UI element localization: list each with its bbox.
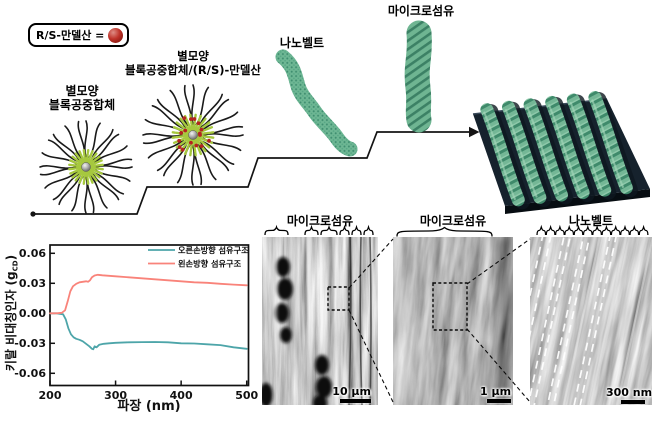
microfiber-label: 마이크로섬유 bbox=[387, 4, 455, 18]
x-tick-label: 500 bbox=[235, 389, 258, 402]
red-sphere-icon bbox=[108, 27, 124, 43]
x-tick-label: 400 bbox=[170, 389, 193, 402]
sem-image-microfiber-10um bbox=[262, 237, 378, 405]
x-tick-label: 200 bbox=[39, 389, 62, 402]
star2-label-line2: 블록공중합체/(R/S)-만델산 bbox=[124, 62, 262, 77]
star1-label-line1: 별모양 bbox=[65, 84, 99, 98]
nanobelt-label: 나노벨트 bbox=[279, 36, 325, 50]
y-tick-label: 0.03 bbox=[19, 277, 46, 290]
sem-image-nanobelt-300nm bbox=[530, 237, 652, 405]
star-block-copolymer bbox=[39, 120, 133, 214]
sem-image-microfiber-1um bbox=[393, 237, 513, 405]
star1-label-line2: 블록공중합체 bbox=[48, 98, 116, 113]
x-axis-title: 파장 (nm) bbox=[117, 398, 180, 414]
microfiber-shape bbox=[404, 20, 432, 133]
assembly-schematic bbox=[30, 20, 650, 217]
process-step-line bbox=[30, 126, 480, 217]
sem2-title: 마이크로섬유 bbox=[419, 214, 487, 228]
x-tick-label: 300 bbox=[104, 389, 127, 402]
star1-label: 별모양 블록공중합체 bbox=[21, 84, 143, 112]
scale-bar-1um bbox=[487, 399, 511, 403]
y-axis-title: 키랄 비대칭인자 (gCD) bbox=[3, 255, 20, 371]
fiber-bundle bbox=[502, 100, 547, 204]
fiber-bundle bbox=[545, 95, 590, 200]
y-tick-label: 0.00 bbox=[19, 307, 46, 320]
star2-label: 별모양 블록공중합체/(R/S)-만델산 bbox=[110, 49, 276, 77]
sem1-title: 마이크로섬유 bbox=[286, 214, 354, 228]
fiber-array-3d bbox=[472, 91, 650, 214]
fiber-bundle bbox=[480, 103, 525, 207]
fiber-bundle bbox=[588, 91, 633, 195]
y-tick-label: -0.03 bbox=[14, 337, 46, 350]
chart-axis-box bbox=[49, 244, 250, 387]
mandelic-acid-legend: R/S-만델산 = bbox=[28, 23, 130, 47]
sem3-title: 나노벨트 bbox=[568, 214, 614, 228]
cd-spectra-chart: 200 300 400 500 0.06 0.03 0.00 -0.03 -0.06 오른손방향 … bbox=[3, 244, 259, 414]
y-tick-label: 0.06 bbox=[19, 247, 46, 260]
star-block-copolymer-mandelic bbox=[142, 84, 244, 186]
nanobelt-shape bbox=[275, 49, 358, 157]
legend-label: 왼손방향 섬유구조 bbox=[178, 259, 242, 269]
scale-bar-10um bbox=[340, 399, 371, 403]
chart-series bbox=[49, 273, 248, 315]
scale-bar-label-10um: 10 μm bbox=[332, 385, 371, 398]
scale-bar-300nm bbox=[621, 400, 645, 404]
fiber-bundle bbox=[566, 93, 612, 197]
scale-bar-label-300nm: 300 nm bbox=[606, 386, 653, 399]
arrow-head-icon bbox=[469, 126, 480, 138]
chart-series bbox=[49, 312, 248, 351]
mandelic-legend-label: R/S-만델산 = bbox=[36, 29, 105, 42]
legend-label: 오른손방향 섬유구조 bbox=[178, 245, 249, 255]
sem1-dark-holes bbox=[262, 257, 332, 405]
y-tick-label: -0.06 bbox=[14, 367, 46, 380]
nanobelt-outline-dashes bbox=[530, 237, 621, 405]
line-start-dot bbox=[30, 211, 36, 217]
star2-label-line1: 별모양 bbox=[177, 49, 209, 63]
scale-bar-label-1um: 1 μm bbox=[480, 385, 512, 398]
fiber-bundle bbox=[523, 98, 568, 202]
